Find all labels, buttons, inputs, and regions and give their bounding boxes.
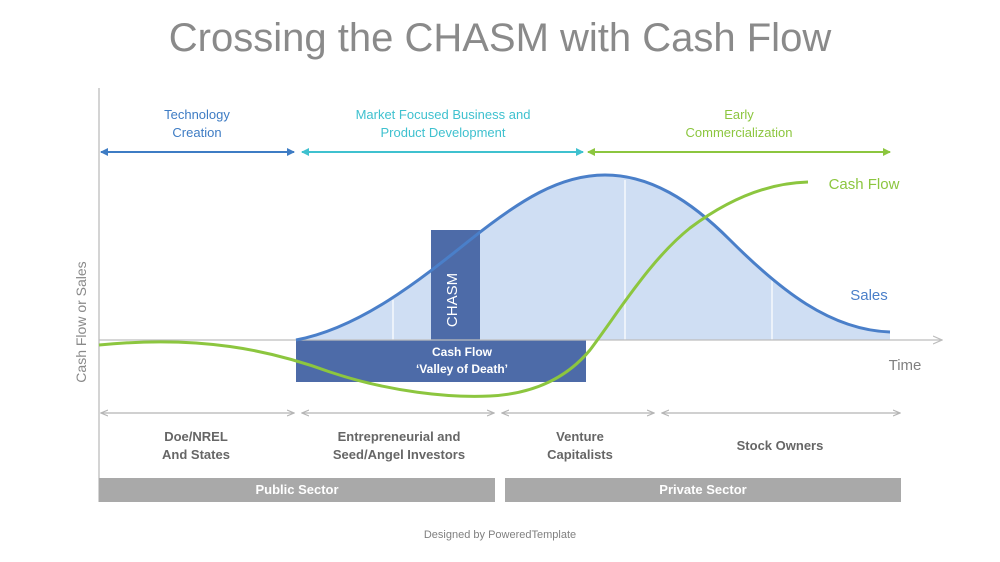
x-axis-label: Time [889,357,922,374]
public-sector-bar [99,478,495,502]
sales-label: Sales [850,287,888,304]
cash-flow-label: Cash Flow [829,176,900,193]
funding-label-stock: Stock Owners [737,438,824,453]
y-axis-label: Cash Flow or Sales [73,261,89,382]
sales-area-fill [296,175,890,340]
public-sector-label: Public Sector [255,482,338,497]
private-sector-bar [505,478,901,502]
footer-credit: Designed by PoweredTemplate [423,529,577,541]
cash-flow-curve [98,180,809,398]
sales-curve [295,173,891,342]
chasm-bar [431,230,480,340]
valley-label: Cash Flow‘Valley of Death’ [416,345,508,376]
chasm-label: CHASM [444,273,461,327]
slide-title: Crossing the CHASM with Cash Flow [168,16,832,60]
private-sector-label: Private Sector [659,482,746,497]
